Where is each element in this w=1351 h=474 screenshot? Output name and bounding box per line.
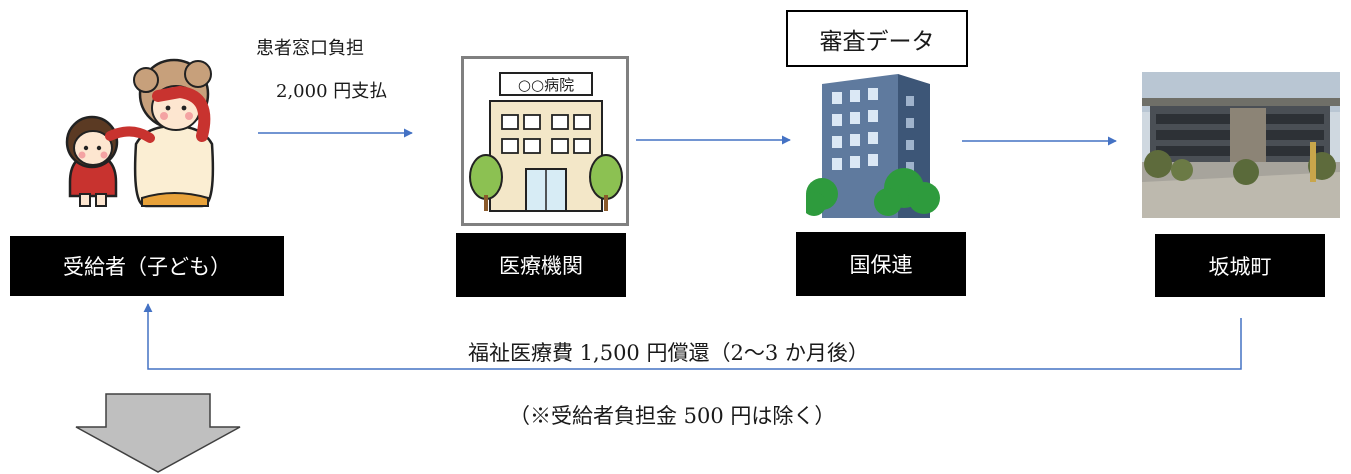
arrow-town-to-recipient bbox=[143, 303, 1242, 370]
office-building-icon bbox=[802, 70, 942, 218]
recipient-label: 受給者（子ども） bbox=[10, 236, 284, 296]
town-label: 坂城町 bbox=[1155, 234, 1325, 297]
down-arrow bbox=[75, 393, 241, 473]
hospital-sign-text: ○○病院 bbox=[518, 76, 574, 94]
hospital-label: 医療機関 bbox=[456, 233, 626, 297]
payment-text-line1: 患者窓口負担 bbox=[256, 38, 364, 59]
federation-label: 国保連 bbox=[796, 232, 966, 296]
reimbursement-text: 福祉医療費 1,500 円償還（2〜3 か月後） bbox=[468, 341, 869, 365]
payment-text-line2: 2,000 円支払 bbox=[276, 81, 388, 102]
mother-and-child-icon bbox=[62, 56, 222, 214]
town-hall-photo bbox=[1142, 72, 1340, 218]
hospital-icon: ○○病院 bbox=[461, 56, 629, 226]
note-text: （※受給者負担金 500 円は除く） bbox=[509, 404, 836, 428]
review-data-label: 審査データ bbox=[786, 10, 968, 67]
